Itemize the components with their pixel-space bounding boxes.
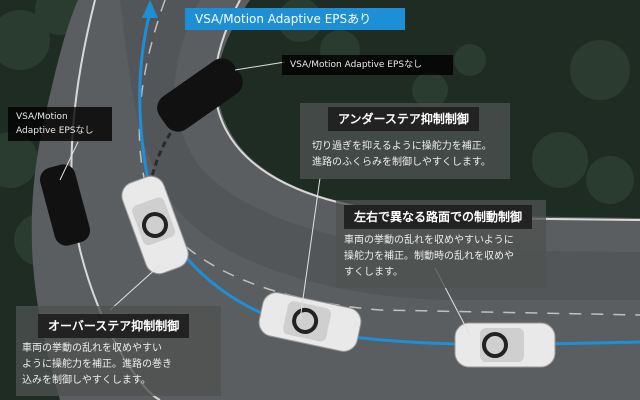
label-vsa-without-left: VSA/Motion Adaptive EPSなし [8,107,112,141]
panel-split-mu-title: 左右で異なる路面での制動制御 [344,205,533,229]
panel-understeer-body: 切り過ぎを抑えるように操舵力を補正。 進路のふくらみを制御しやすくします。 [312,141,492,168]
path-arrow-head [142,0,158,18]
panel-split-mu-body: 車両の挙動の乱れを収めやすいように 操舵力を補正。制動時の乱れを収めや すくしま… [344,235,514,278]
panel-understeer-title: アンダーステア抑制制御 [328,107,479,131]
car-shadow-left [39,164,91,246]
panel-split-mu: 左右で異なる路面での制動制御 車両の挙動の乱れを収めやすいように 操舵力を補正。… [336,200,546,288]
panel-oversteer-body: 車両の挙動の乱れを収めやすい ように操舵力を補正。進路の巻き 込みを制御しやすく… [22,343,172,386]
panel-oversteer: オーバーステア抑制制御 車両の挙動の乱れを収めやすい ように操舵力を補正。進路の… [16,306,221,396]
panel-understeer: アンダーステア抑制制御 切り過ぎを抑えるように操舵力を補正。 進路のふくらみを制… [300,103,510,179]
road-inner-shade [120,0,640,300]
car-white-right [454,322,556,368]
car-white-mid [258,292,362,352]
panel-oversteer-title: オーバーステア抑制制御 [38,314,190,338]
label-vsa-without-top: VSA/Motion Adaptive EPSなし [282,55,453,75]
label-vsa-with: VSA/Motion Adaptive EPSあり [185,8,405,30]
car-shadow-top [157,58,243,132]
car-white-curve [121,175,189,275]
